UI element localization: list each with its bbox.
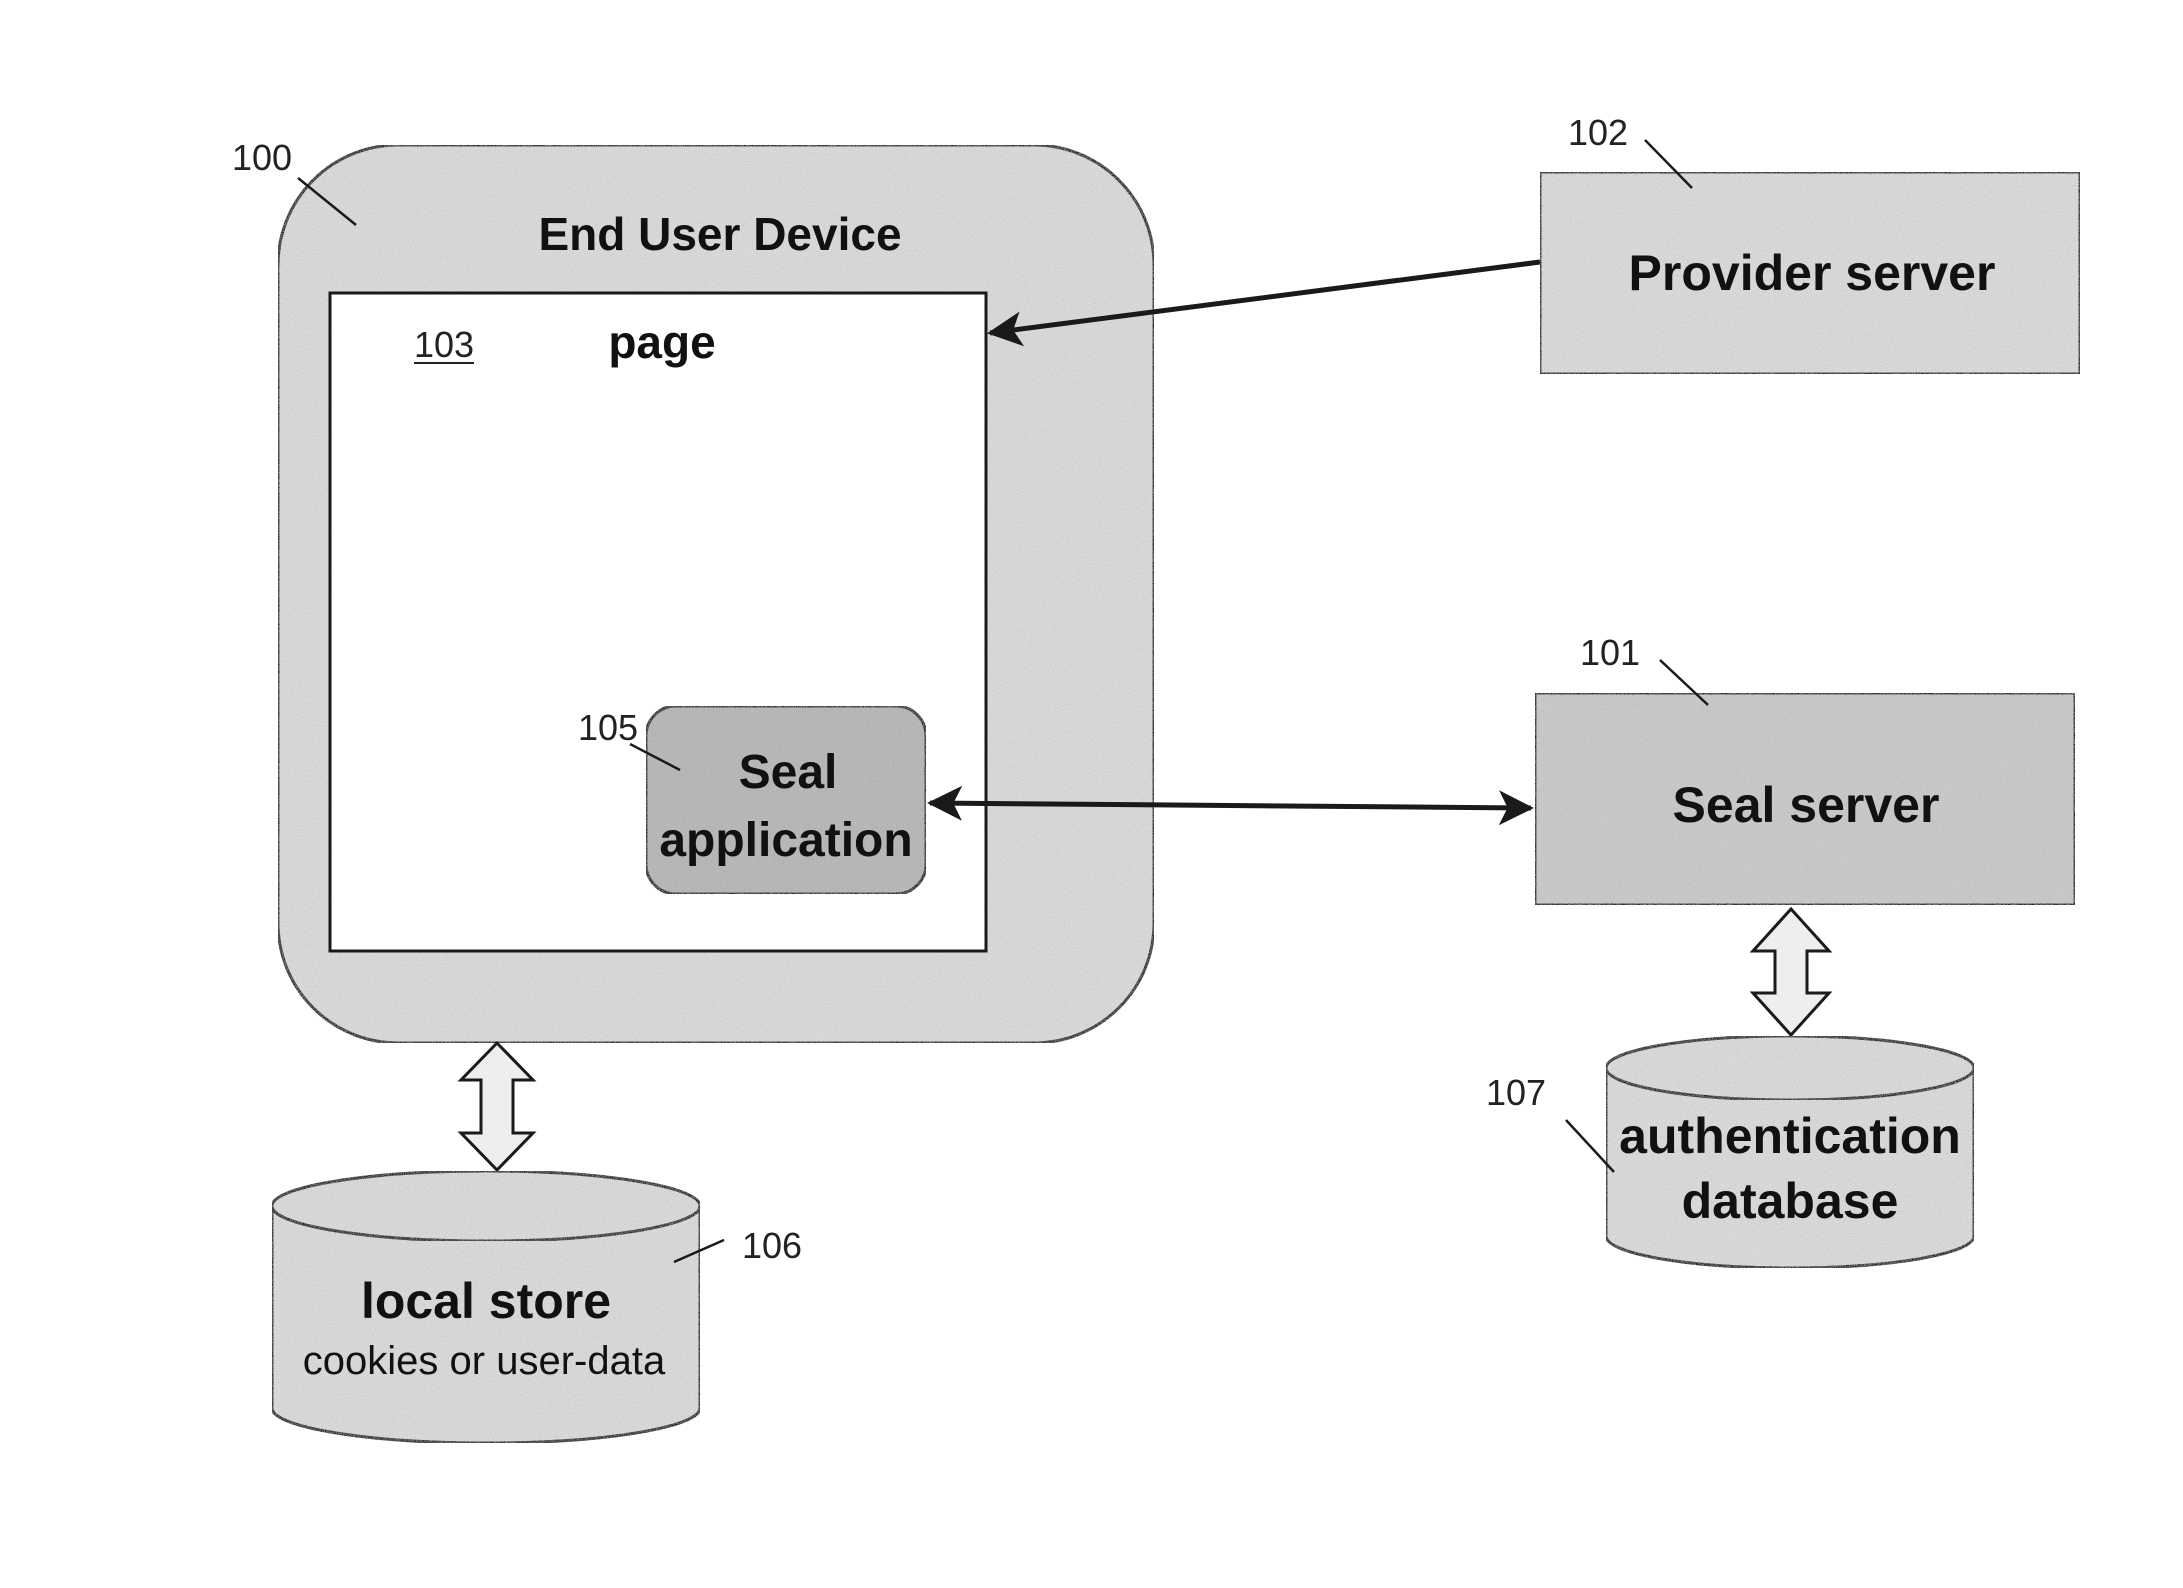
- end-user-device-title: End User Device: [538, 208, 901, 260]
- seal-server-auth-db-double-arrow: [1753, 909, 1829, 1035]
- authentication-database-cylinder-top: [1606, 1036, 1974, 1100]
- seal-application-ref: 105: [578, 707, 638, 748]
- local-store-cylinder-top: [272, 1171, 700, 1241]
- seal-application-line2: application: [659, 814, 912, 867]
- page-ref: 103: [414, 324, 474, 365]
- authentication-database: authentication database 107: [1486, 1036, 1974, 1268]
- local-store: local store cookies or user-data 106: [272, 1171, 802, 1443]
- seal-application-line1: Seal: [739, 746, 838, 799]
- provider-server-ref: 102: [1568, 112, 1628, 153]
- end-user-device-ref: 100: [232, 137, 292, 178]
- local-store-title: local store: [361, 1273, 611, 1329]
- seal-server-title: Seal server: [1673, 777, 1940, 833]
- seal-server: Seal server 101: [1535, 632, 2075, 905]
- authentication-database-line2: database: [1682, 1173, 1899, 1229]
- device-local-store-double-arrow: [461, 1043, 533, 1170]
- authentication-database-line1: authentication: [1619, 1108, 1961, 1164]
- local-store-subtitle: cookies or user-data: [303, 1339, 666, 1383]
- seal-server-ref: 101: [1580, 632, 1640, 673]
- page-title: page: [608, 316, 715, 368]
- provider-server: Provider server 102: [1540, 112, 2080, 374]
- authentication-database-ref: 107: [1486, 1072, 1546, 1113]
- local-store-ref: 106: [742, 1225, 802, 1266]
- provider-server-title: Provider server: [1629, 245, 1996, 301]
